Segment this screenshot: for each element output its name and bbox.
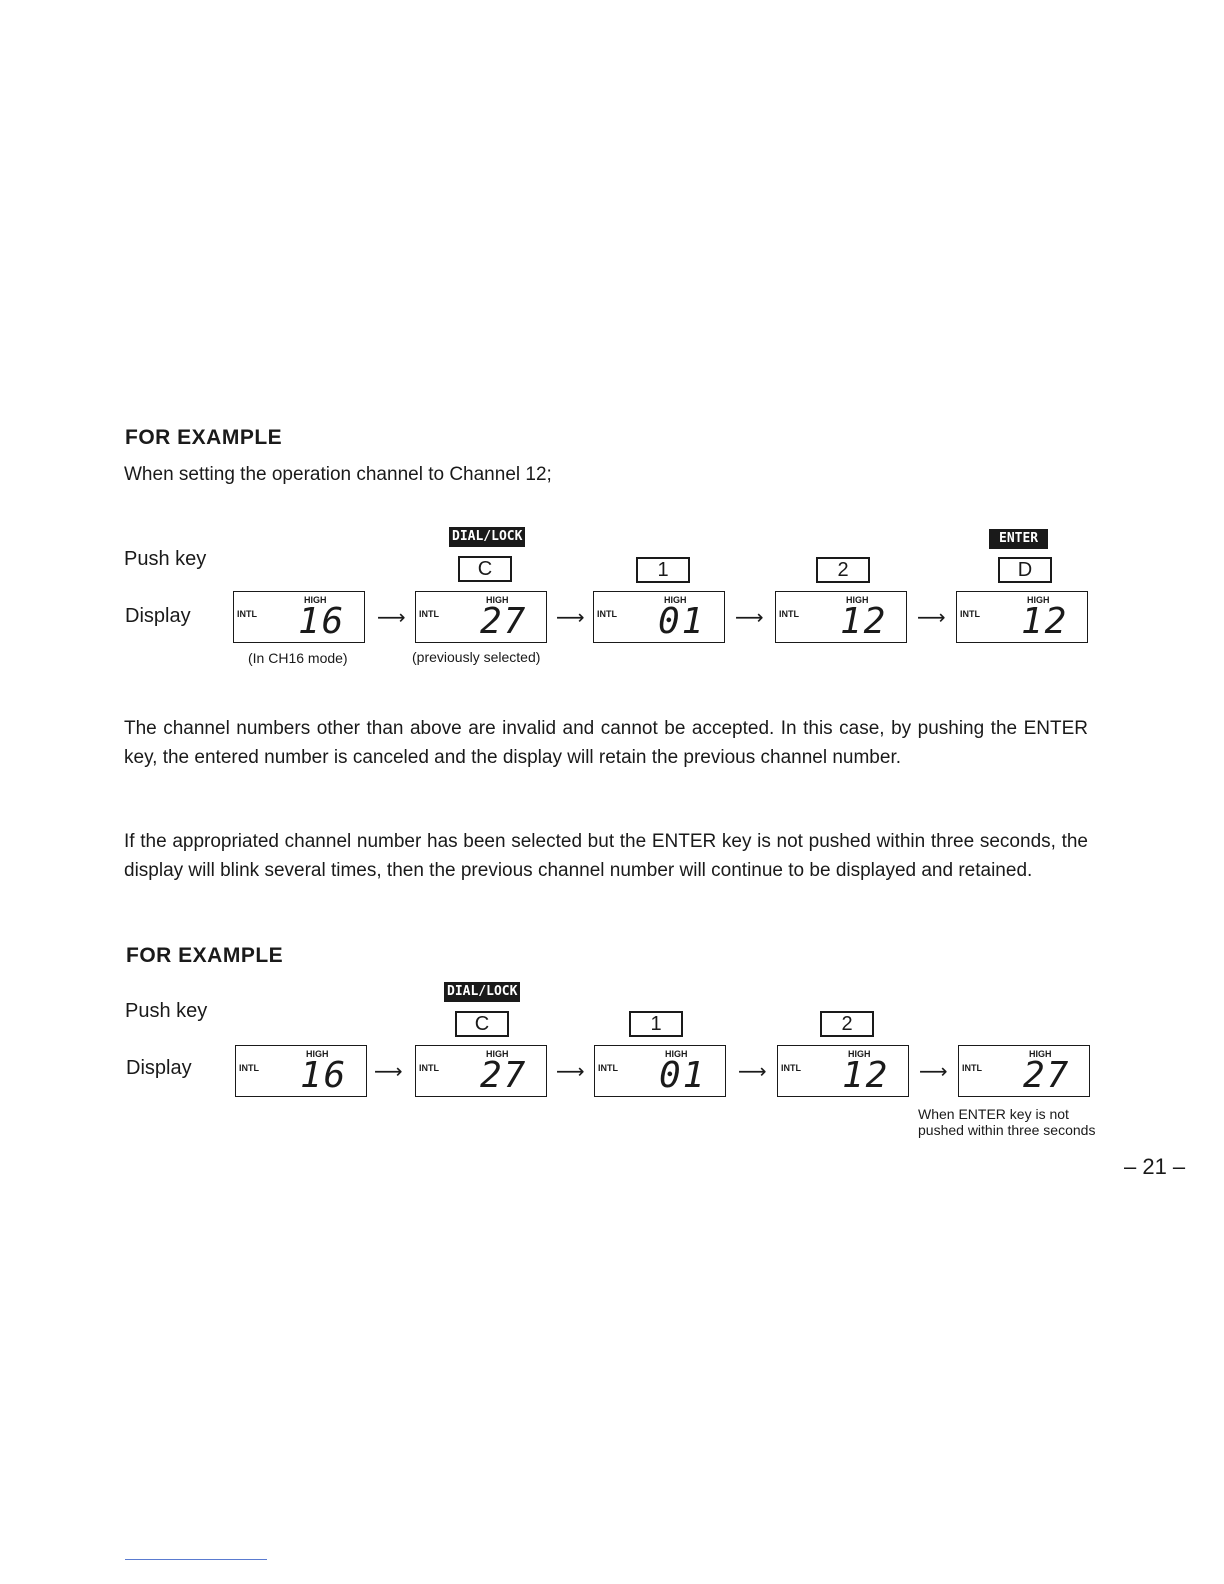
paragraph-enter-timeout: If the appropriated channel number has b… xyxy=(124,831,1088,881)
intl-indicator: INTL xyxy=(237,609,257,619)
high-indicator: HIGH xyxy=(848,1049,871,1059)
lcd-display-ch12: INTL HIGH 12 xyxy=(777,1045,909,1097)
timeout-note: When ENTER key is not pushed within thre… xyxy=(918,1106,1095,1138)
channel-digits: 16 xyxy=(300,1055,348,1096)
arrow-right-icon: ⟶ xyxy=(374,1061,403,1083)
caption-previously-selected: (previously selected) xyxy=(412,649,541,665)
high-indicator: HIGH xyxy=(846,595,869,605)
channel-digits: 27 xyxy=(480,601,528,642)
high-indicator: HIGH xyxy=(664,595,687,605)
section1-intro: When setting the operation channel to Ch… xyxy=(124,464,552,485)
caption-ch16-mode: (In CH16 mode) xyxy=(248,650,348,666)
arrow-right-icon: ⟶ xyxy=(377,607,406,629)
paragraph-invalid-channels: The channel numbers other than above are… xyxy=(124,718,1088,768)
intl-indicator: INTL xyxy=(598,1063,618,1073)
channel-digits: 27 xyxy=(480,1055,528,1096)
section1-heading: FOR EXAMPLE xyxy=(125,426,283,449)
key-2[interactable]: 2 xyxy=(816,557,870,583)
display-label: Display xyxy=(126,1057,192,1079)
key-2[interactable]: 2 xyxy=(820,1011,874,1037)
enter-key-label: ENTER xyxy=(989,529,1049,549)
lcd-display-ch12-final: INTL HIGH 12 xyxy=(956,591,1088,643)
intl-indicator: INTL xyxy=(419,1063,439,1073)
lcd-display-ch27-final: INTL HIGH 27 xyxy=(958,1045,1090,1097)
channel-digits: 12 xyxy=(842,1055,890,1096)
arrow-right-icon: ⟶ xyxy=(738,1061,767,1083)
push-key-label: Push key xyxy=(125,1000,208,1022)
high-indicator: HIGH xyxy=(1027,595,1050,605)
lcd-display-ch27: INTL HIGH 27 xyxy=(415,591,547,643)
arrow-right-icon: ⟶ xyxy=(735,607,764,629)
intl-indicator: INTL xyxy=(962,1063,982,1073)
arrow-right-icon: ⟶ xyxy=(556,607,585,629)
page-number: – 21 – xyxy=(1124,1154,1186,1179)
timeout-note-line2: pushed within three seconds xyxy=(918,1122,1096,1138)
footer-rule xyxy=(125,1559,267,1560)
channel-digits: 12 xyxy=(1021,601,1069,642)
high-indicator: HIGH xyxy=(665,1049,688,1059)
dial-lock-key-label: DIAL/LOCK xyxy=(444,982,521,1002)
channel-digits: 01 xyxy=(659,1055,707,1096)
channel-digits: 01 xyxy=(658,601,706,642)
intl-indicator: INTL xyxy=(781,1063,801,1073)
lcd-display-ch12: INTL HIGH 12 xyxy=(775,591,907,643)
lcd-display-ch16: INTL HIGH 16 xyxy=(235,1045,367,1097)
channel-digits: 12 xyxy=(840,601,888,642)
high-indicator: HIGH xyxy=(486,595,509,605)
intl-indicator: INTL xyxy=(419,609,439,619)
section2-heading: FOR EXAMPLE xyxy=(126,944,284,967)
high-indicator: HIGH xyxy=(304,595,327,605)
key-1[interactable]: 1 xyxy=(629,1011,683,1037)
high-indicator: HIGH xyxy=(1029,1049,1052,1059)
display-label: Display xyxy=(125,605,191,627)
intl-indicator: INTL xyxy=(597,609,617,619)
lcd-display-ch01: INTL HIGH 01 xyxy=(593,591,725,643)
high-indicator: HIGH xyxy=(486,1049,509,1059)
channel-digits: 16 xyxy=(298,601,346,642)
key-c[interactable]: C xyxy=(455,1011,509,1037)
key-d[interactable]: D xyxy=(998,557,1052,583)
intl-indicator: INTL xyxy=(960,609,980,619)
high-indicator: HIGH xyxy=(306,1049,329,1059)
channel-digits: 27 xyxy=(1023,1055,1071,1096)
lcd-display-ch01: INTL HIGH 01 xyxy=(594,1045,726,1097)
key-1[interactable]: 1 xyxy=(636,557,690,583)
timeout-note-line1: When ENTER key is not xyxy=(918,1106,1069,1122)
lcd-display-ch27: INTL HIGH 27 xyxy=(415,1045,547,1097)
arrow-right-icon: ⟶ xyxy=(917,607,946,629)
push-key-label: Push key xyxy=(124,548,207,570)
key-c[interactable]: C xyxy=(458,556,512,582)
arrow-right-icon: ⟶ xyxy=(919,1061,948,1083)
dial-lock-key-label: DIAL/LOCK xyxy=(449,527,526,547)
lcd-display-ch16: INTL HIGH 16 xyxy=(233,591,365,643)
intl-indicator: INTL xyxy=(779,609,799,619)
intl-indicator: INTL xyxy=(239,1063,259,1073)
arrow-right-icon: ⟶ xyxy=(556,1061,585,1083)
